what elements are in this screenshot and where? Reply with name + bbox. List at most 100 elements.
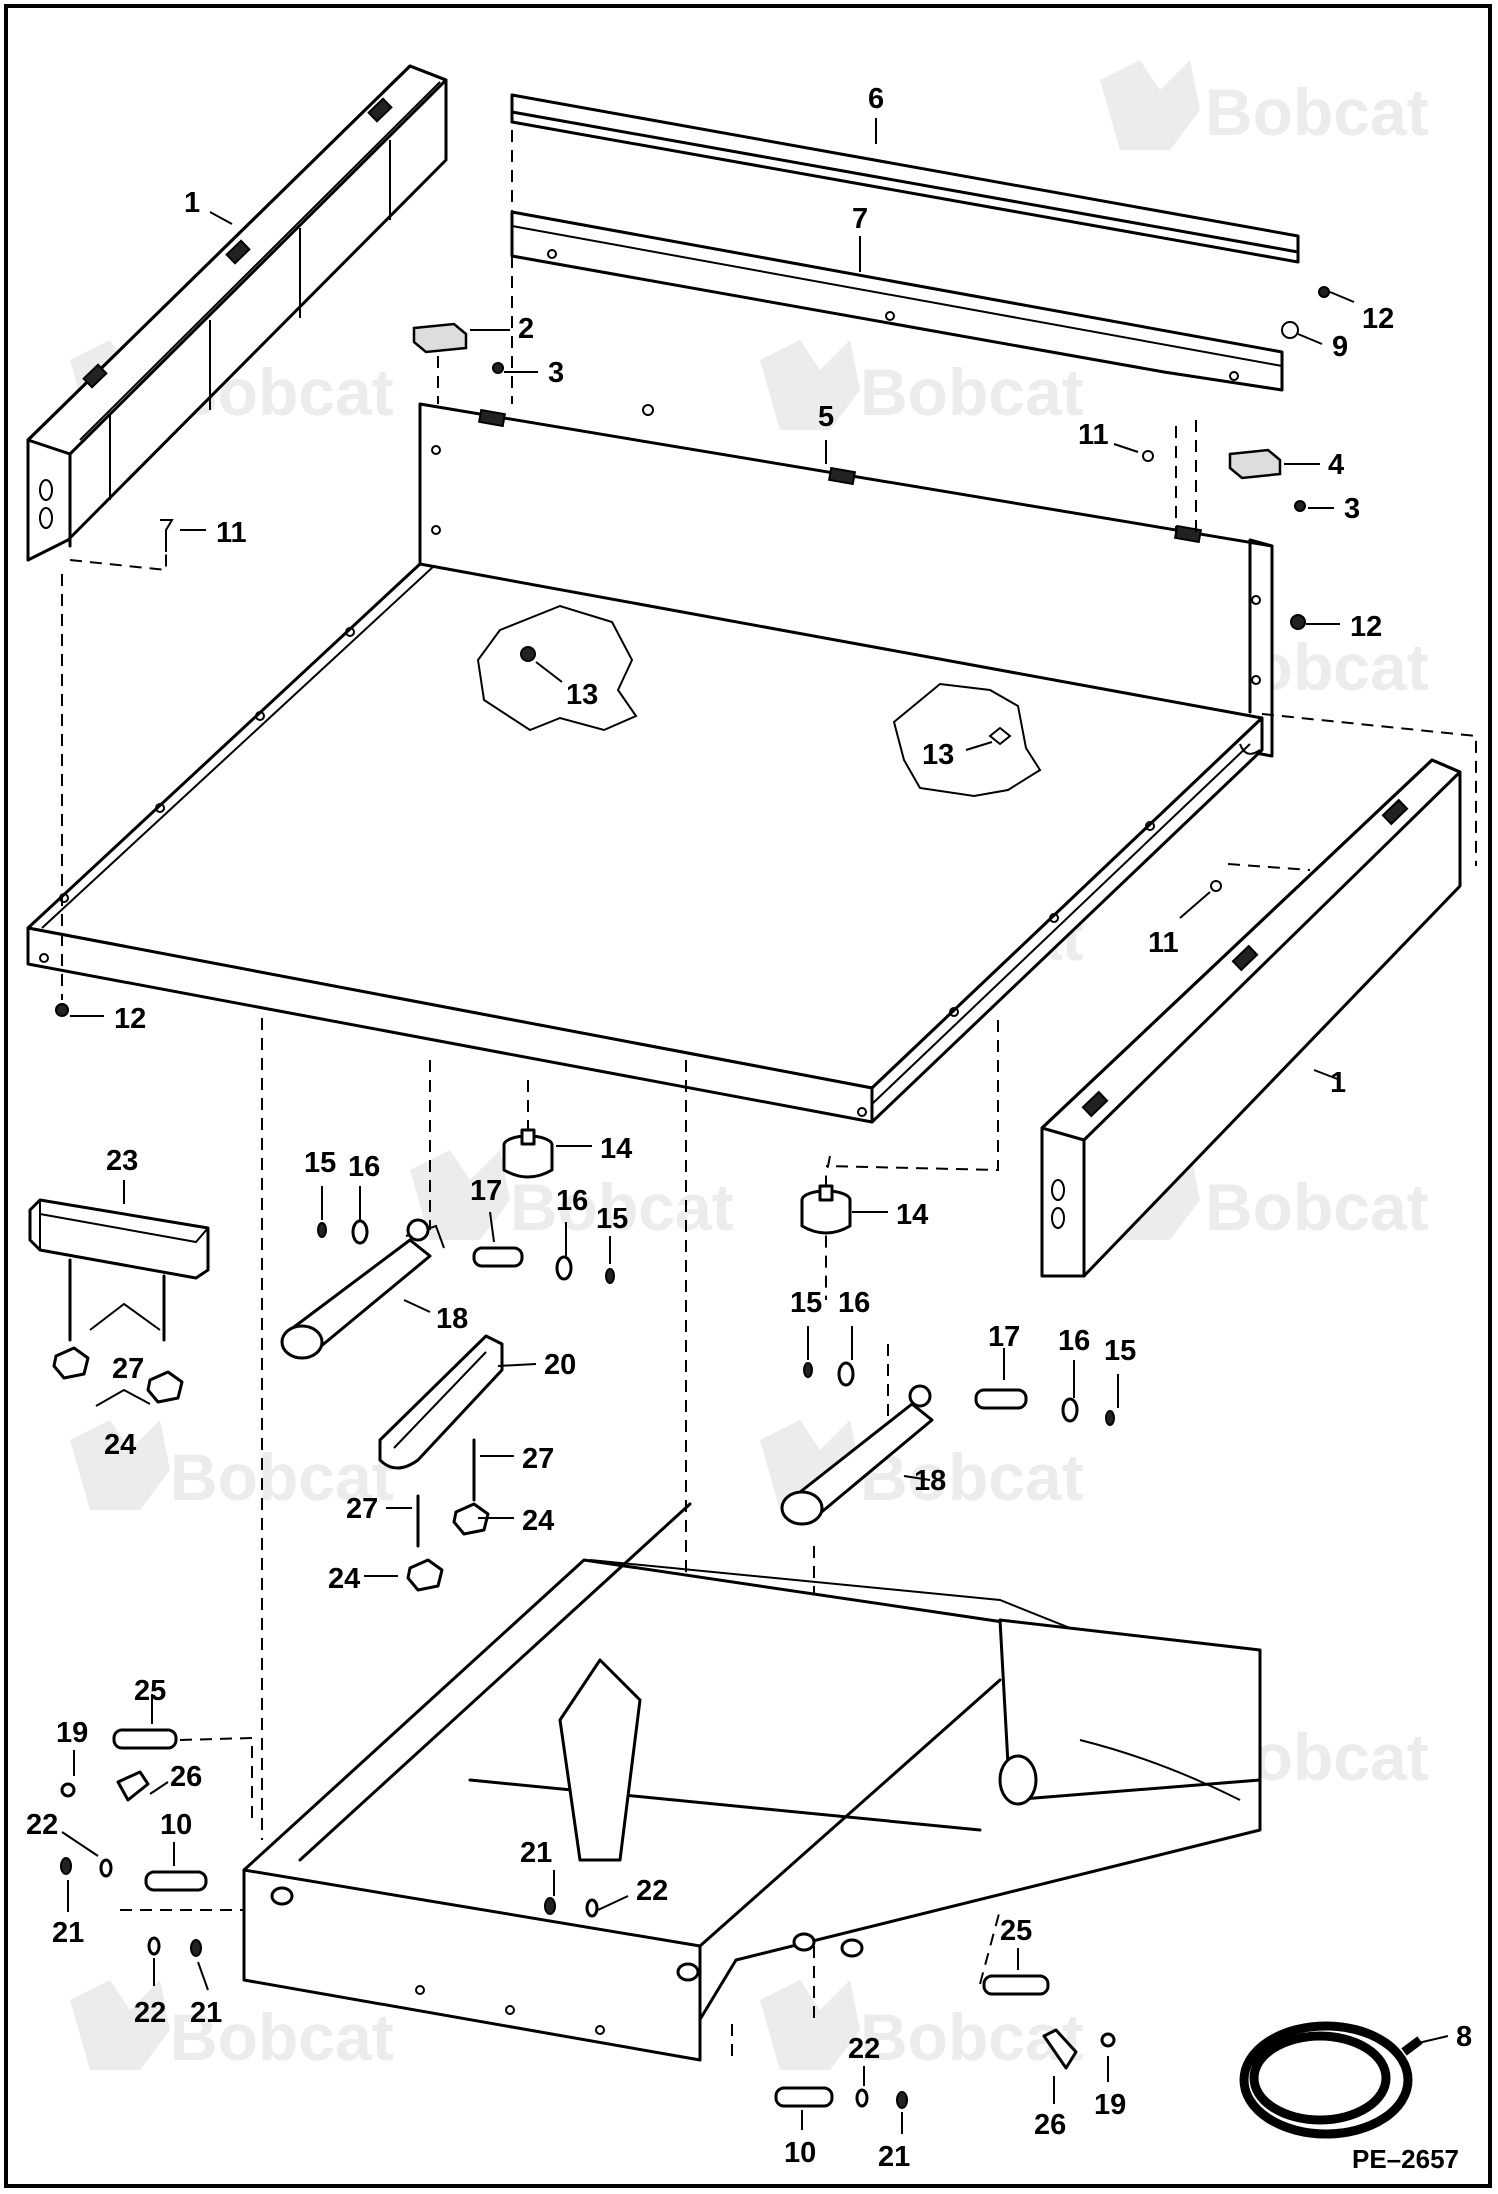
pin-assembly-right (803, 1361, 1115, 1426)
callout-9: 9 (1332, 331, 1348, 363)
part-9-washer (1281, 321, 1299, 339)
callout-11: 11 (1148, 927, 1179, 959)
watermark: Bobcat (70, 1420, 394, 1514)
watermark: Bobcat (70, 1980, 394, 2074)
callout-3: 3 (548, 357, 564, 389)
callout-12: 12 (1362, 303, 1394, 335)
callout-21: 21 (52, 1917, 84, 1949)
part-12-nut (1318, 286, 1330, 298)
callout-15: 15 (596, 1203, 628, 1235)
callout-15: 15 (1104, 1335, 1136, 1367)
part-2-pad (412, 322, 468, 354)
callout-24: 24 (328, 1563, 360, 1595)
callout-16: 16 (838, 1287, 870, 1319)
callout-5: 5 (818, 401, 834, 433)
callout-18: 18 (914, 1465, 946, 1497)
callout-21: 21 (878, 2141, 910, 2173)
part-11-bolt (1142, 450, 1154, 462)
callout-27: 27 (112, 1353, 144, 1385)
part-25-pin (982, 1974, 1050, 1996)
floor-plate (26, 562, 1264, 1124)
main-frame (242, 1502, 1262, 2062)
part-4-pad (1228, 448, 1282, 480)
callout-6: 6 (868, 83, 884, 115)
callout-15: 15 (790, 1287, 822, 1319)
svg-text:Bobcat: Bobcat (510, 1170, 734, 1244)
callout-20: 20 (544, 1349, 576, 1381)
part-6-top-trim (510, 93, 1300, 264)
part-7-rear-strip (510, 210, 1284, 392)
drawing-reference: PE–2657 (1352, 2144, 1459, 2174)
part-10-pin (144, 1870, 208, 1892)
part-11-bolt (160, 519, 174, 552)
part-10-pin (774, 2086, 834, 2108)
part-12-nut (1290, 614, 1306, 630)
callout-1: 1 (184, 187, 200, 219)
part-20-clip (378, 1334, 504, 1548)
svg-text:Bobcat: Bobcat (860, 1440, 1084, 1514)
callout-17: 17 (988, 1321, 1020, 1353)
callout-10: 10 (784, 2137, 816, 2169)
callout-13: 13 (566, 679, 598, 711)
callout-11: 11 (1078, 419, 1109, 451)
callout-13: 13 (922, 739, 954, 771)
callout-19: 19 (56, 1717, 88, 1749)
callout-16: 16 (556, 1185, 588, 1217)
callout-26: 26 (170, 1761, 202, 1793)
callout-24: 24 (522, 1505, 554, 1537)
callout-14: 14 (600, 1133, 632, 1165)
callout-1: 1 (1330, 1067, 1346, 1099)
part-11-bolt (1210, 880, 1222, 892)
part-1-left-side-panel (26, 64, 448, 562)
svg-text:Bobcat: Bobcat (1205, 75, 1429, 149)
part-8-hose (1239, 2021, 1423, 2139)
part-1-right-side-panel (1040, 758, 1462, 1278)
svg-text:Bobcat: Bobcat (860, 355, 1084, 429)
pin-assembly-left (317, 1219, 615, 1284)
part-26-plate (116, 1770, 1078, 2070)
part-18-cylinder (280, 1218, 445, 1360)
watermark: Bobcat (1100, 60, 1429, 150)
part-12-nut (55, 1003, 69, 1017)
part-23-bracket (28, 1198, 210, 1342)
callout-16: 16 (348, 1151, 380, 1183)
callout-17: 17 (470, 1175, 502, 1207)
callout-12: 12 (1350, 611, 1382, 643)
callout-3: 3 (1344, 493, 1360, 525)
svg-text:Bobcat: Bobcat (1205, 1170, 1429, 1244)
watermark: Bobcat (410, 1150, 734, 1244)
part-18-cylinder (780, 1384, 934, 1526)
part-3-screw (492, 362, 504, 374)
part-14-mount (800, 1184, 852, 1235)
callout-7: 7 (852, 203, 868, 235)
callouts: 1 1 2 3 3 4 5 6 7 8 9 10 10 11 11 11 12 … (26, 83, 1472, 2173)
part-24-knob (52, 1346, 490, 1592)
callout-25: 25 (1000, 1915, 1032, 1947)
callout-8: 8 (1456, 2021, 1472, 2053)
callout-16: 16 (1058, 1325, 1090, 1357)
callout-27: 27 (522, 1443, 554, 1475)
callout-10: 10 (160, 1809, 192, 1841)
callout-18: 18 (436, 1303, 468, 1335)
callout-14: 14 (896, 1199, 928, 1231)
callout-24: 24 (104, 1429, 136, 1461)
part-19-bolt (60, 1782, 1116, 2048)
callout-15: 15 (304, 1147, 336, 1179)
svg-text:Bobcat: Bobcat (170, 1440, 394, 1514)
callout-21: 21 (520, 1837, 552, 1869)
part-14-mount (502, 1128, 554, 1179)
callout-11: 11 (216, 517, 247, 549)
part-25-pin (112, 1728, 178, 1750)
callout-26: 26 (1034, 2109, 1066, 2141)
callout-22: 22 (636, 1875, 668, 1907)
callout-22: 22 (848, 2033, 880, 2065)
watermark: Bobcat (760, 340, 1084, 430)
callout-25: 25 (134, 1675, 166, 1707)
callout-12: 12 (114, 1003, 146, 1035)
callout-2: 2 (518, 313, 534, 345)
callout-23: 23 (106, 1145, 138, 1177)
fastener-set (60, 1857, 908, 2109)
part-5-back-wall (418, 402, 1274, 758)
callout-4: 4 (1328, 449, 1344, 481)
